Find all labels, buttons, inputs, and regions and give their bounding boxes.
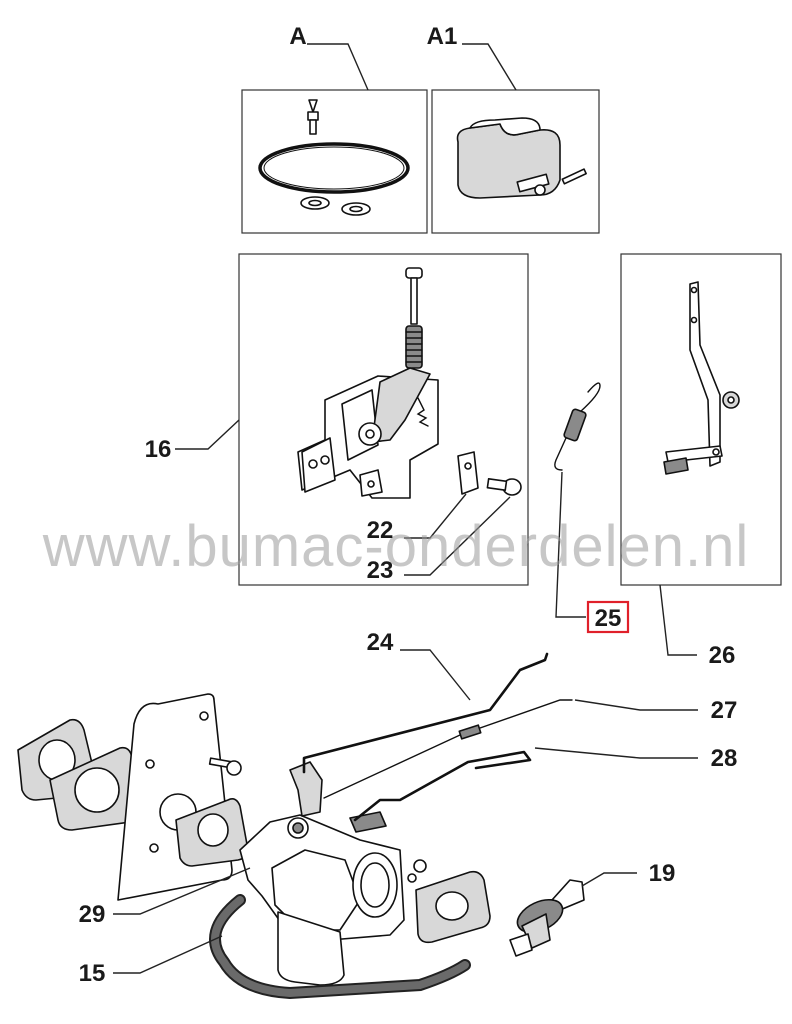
label-25: 25 bbox=[595, 605, 622, 632]
governor-bracket-icon bbox=[297, 267, 522, 499]
needle-valve-icon bbox=[307, 99, 319, 135]
leader-lines bbox=[113, 43, 698, 974]
washer-icon bbox=[300, 196, 371, 216]
gasket-icon bbox=[17, 718, 141, 831]
label-22: 22 bbox=[367, 517, 394, 544]
linkage-rod-icon bbox=[302, 652, 573, 822]
lever-box bbox=[620, 253, 782, 586]
float-pin-icon bbox=[561, 168, 587, 185]
heat-shield-icon bbox=[117, 693, 233, 901]
label-27: 27 bbox=[711, 697, 738, 724]
governor-bracket-box bbox=[238, 253, 529, 586]
label-16: 16 bbox=[145, 436, 172, 463]
bolt-icon bbox=[208, 757, 242, 776]
float-icon bbox=[456, 117, 561, 199]
label-26: 26 bbox=[709, 642, 736, 669]
label-25-highlight: 25 bbox=[586, 600, 630, 634]
label-24: 24 bbox=[367, 629, 394, 656]
label-23: 23 bbox=[367, 557, 394, 584]
carburetor-assembly bbox=[17, 652, 585, 1000]
carburetor-body-icon bbox=[239, 761, 427, 986]
label-29: 29 bbox=[79, 901, 106, 928]
spring-25-icon bbox=[554, 382, 601, 471]
fuel-hose-icon bbox=[209, 894, 471, 1000]
kit-a1-box bbox=[431, 89, 600, 234]
gasket-right-icon bbox=[415, 870, 491, 944]
fuel-filter-icon bbox=[509, 879, 585, 957]
o-ring-icon bbox=[258, 142, 410, 194]
label-19: 19 bbox=[649, 860, 676, 887]
lever-icon bbox=[663, 281, 740, 475]
label-15: 15 bbox=[79, 960, 106, 987]
watermark-text: www.bumac-onderdelen.nl bbox=[42, 514, 749, 579]
label-a: A bbox=[289, 23, 306, 50]
label-a1: A1 bbox=[427, 23, 458, 50]
label-28: 28 bbox=[711, 745, 738, 772]
kit-a-box bbox=[241, 89, 428, 234]
